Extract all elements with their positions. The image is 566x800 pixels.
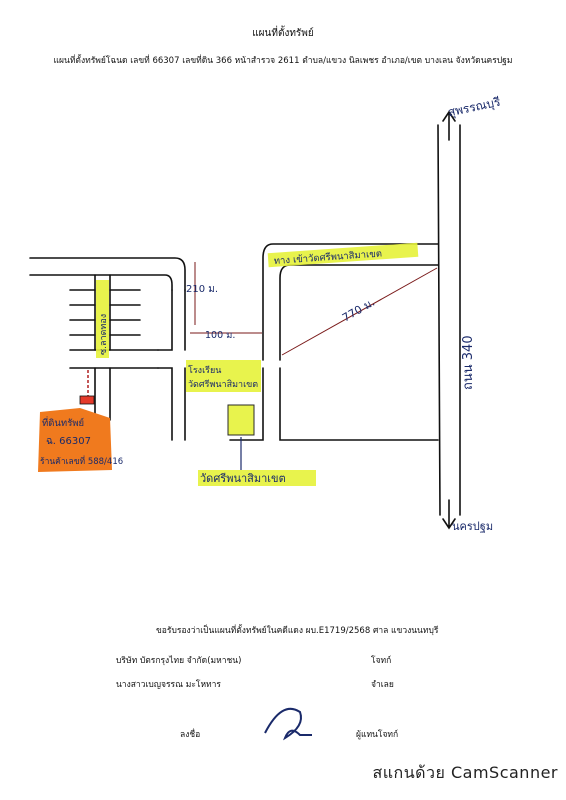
highway-label: ถนน 340 [461,335,476,390]
temple-building [227,404,255,436]
page-subtitle: แผนที่ตั้งทรัพย์โฉนด เลขที่ 66307 เลขที่… [53,56,513,66]
local-road-north-edge [29,257,186,291]
road-top-label: สุพรรณบุรี [447,95,503,121]
signature-mark [264,707,312,741]
temple-label: วัดศรีพนาสิมาเขต [200,472,286,485]
temple-road-west-edge [157,289,173,441]
north-arrow [442,110,456,141]
highway-left-edge [437,124,441,516]
school-highlight [186,360,261,392]
property-label-line-1: ที่ดินทรัพย์ [42,416,84,429]
property-label-line-2: ฉ. 66307 [46,436,91,447]
dimension-210-label: 210 ม. [186,284,218,295]
page-title: แผนที่ตั้งทรัพย์ [252,28,314,39]
dimension-770-label: 770 ม. [340,296,377,325]
school-label-line-2: วัดศรีพนาสิมาเขต [188,379,258,390]
dimension-770 [281,267,438,356]
south-arrow [442,499,456,530]
soi-branches-left [69,289,96,336]
cross-road [69,349,159,369]
plaintiff-label: โจทก์ [371,656,392,666]
temple-label-highlight [198,470,316,486]
soi-highlight [96,280,109,358]
entrance-road-north-edge [262,243,439,361]
dimension-100-label: 100 ม. [205,330,235,341]
defendant-label: จำเลย [371,680,394,690]
property-label-line-3: ร้านค้าเลขที่ 588/416 [40,455,123,467]
soi-branches-right [109,289,141,336]
side-soi-label: ซ.ลาดทอง [99,314,109,355]
scanner-watermark: สแกนด้วย CamScanner [372,763,558,782]
certify-line: ขอรับรองว่าเป็นแผนที่ตั้งทรัพย์ในคดีแดง … [156,626,439,636]
attorney-label: ผู้แทนโจทก์ [356,730,399,740]
defendant-name: นางสาวเบญจรรณ มะโหทาร [116,680,221,690]
local-road-south-edge [29,274,173,291]
sign-label: ลงชื่อ [180,730,201,740]
property-marker [79,395,95,405]
entrance-road-lower-east [279,367,439,441]
road-bottom-label: นครปฐม [452,520,493,533]
entrance-road-highlight [267,242,419,268]
plaintiff-company: บริษัท บัตรกรุงไทย จำกัด(มหาชน) [116,656,242,666]
school-label-line-1: โรงเรียน [188,365,221,376]
property-highlight [38,408,112,472]
